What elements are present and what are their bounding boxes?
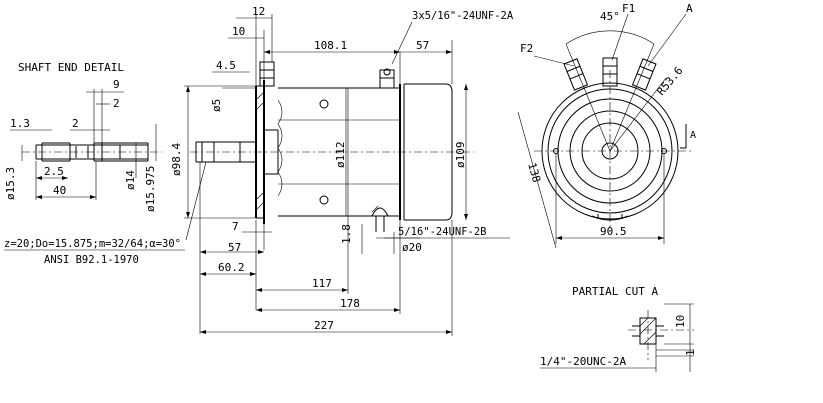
terminal-f1 — [602, 57, 618, 87]
angle-label: 45° — [600, 10, 620, 23]
side-dim-1-8: 1.8 — [340, 224, 353, 244]
side-dia-20: ø20 — [402, 241, 422, 254]
dim-138: 138 — [525, 161, 543, 184]
side-dimension-lines — [184, 14, 510, 336]
motor-end-view: 45° F1 A F2 R53.6 138 90.5 A — [517, 2, 696, 249]
shaft-body — [22, 142, 162, 162]
side-dim-108-1: 108.1 — [314, 39, 347, 52]
partial-dim-10: 10 — [674, 315, 687, 328]
shaft-dim-9: 9 — [113, 78, 120, 91]
side-dim-7: 7 — [232, 220, 239, 233]
partial-cut-title: PARTIAL CUT A — [572, 285, 658, 298]
partial-dim-1: 1 — [684, 349, 697, 356]
shaft-dim-40: 40 — [53, 184, 66, 197]
label-a: A — [686, 2, 693, 15]
shaft-dia-15-3: ø15.3 — [4, 167, 17, 200]
side-dia-109: ø109 — [454, 142, 467, 169]
terminal-f2 — [563, 58, 589, 91]
mounting-flange — [255, 80, 279, 224]
side-dim-57-top: 57 — [416, 39, 429, 52]
side-dia-112: ø112 — [334, 142, 347, 169]
dim-90-5: 90.5 — [600, 225, 627, 238]
shaft-dim-2-5: 2.5 — [44, 165, 64, 178]
label-r53-6: R53.6 — [654, 64, 685, 98]
side-dia-5: ø5 — [210, 99, 223, 112]
shaft-dia-15-975: ø15.975 — [144, 166, 157, 212]
spline-spec: z=20;Do=15.875;m=32/64;α=30° — [4, 238, 181, 250]
terminal-a — [631, 58, 657, 91]
thread-spec-bottom: 5/16"-24UNF-2B — [398, 226, 487, 238]
motor-side-view: 12 10 108.1 57 4.5 ø5 ø98.4 ø112 ø109 7 … — [170, 5, 514, 336]
shaft-dim-2-mid: 2 — [72, 117, 79, 130]
angle-arc — [565, 30, 655, 45]
shaft-dim-2-top: 2 — [113, 97, 120, 110]
side-dim-117: 117 — [312, 277, 332, 290]
dim-138-line — [517, 111, 557, 249]
end-shaft-bore — [601, 142, 619, 160]
shaft-end-detail: SHAFT END DETAIL — [4, 61, 185, 266]
side-dim-4-5: 4.5 — [216, 59, 236, 72]
shaft-dia-14: ø14 — [124, 170, 137, 190]
shaft-detail-title: SHAFT END DETAIL — [18, 61, 124, 74]
side-dim-227: 227 — [314, 319, 334, 332]
label-f2: F2 — [520, 42, 533, 55]
end-outer-circle — [541, 82, 679, 220]
thread-spec-top: 3x5/16"-24UNF-2A — [412, 10, 514, 22]
thread-top-leader — [391, 21, 413, 65]
side-dia-98-4: ø98.4 — [170, 143, 183, 176]
bottom-terminal-stud — [371, 205, 389, 232]
spline-standard: ANSI B92.1-1970 — [44, 254, 139, 266]
side-dim-12: 12 — [252, 5, 265, 18]
partial-thread-spec: 1/4"-20UNC-2A — [540, 355, 626, 368]
shaft-dim-1-3: 1.3 — [10, 117, 30, 130]
side-dim-10: 10 — [232, 25, 245, 38]
section-a-label: A — [690, 130, 696, 141]
partial-cut-a: PARTIAL CUT A 10 1 1/4"-20UNC-2A — [540, 285, 697, 372]
side-dim-178: 178 — [340, 297, 360, 310]
top-terminal-stud — [259, 61, 395, 89]
side-dim-60-2: 60.2 — [218, 261, 245, 274]
side-dim-57-bottom: 57 — [228, 241, 241, 254]
shaft-dimension-lines — [10, 89, 157, 200]
label-f1: F1 — [622, 2, 635, 15]
